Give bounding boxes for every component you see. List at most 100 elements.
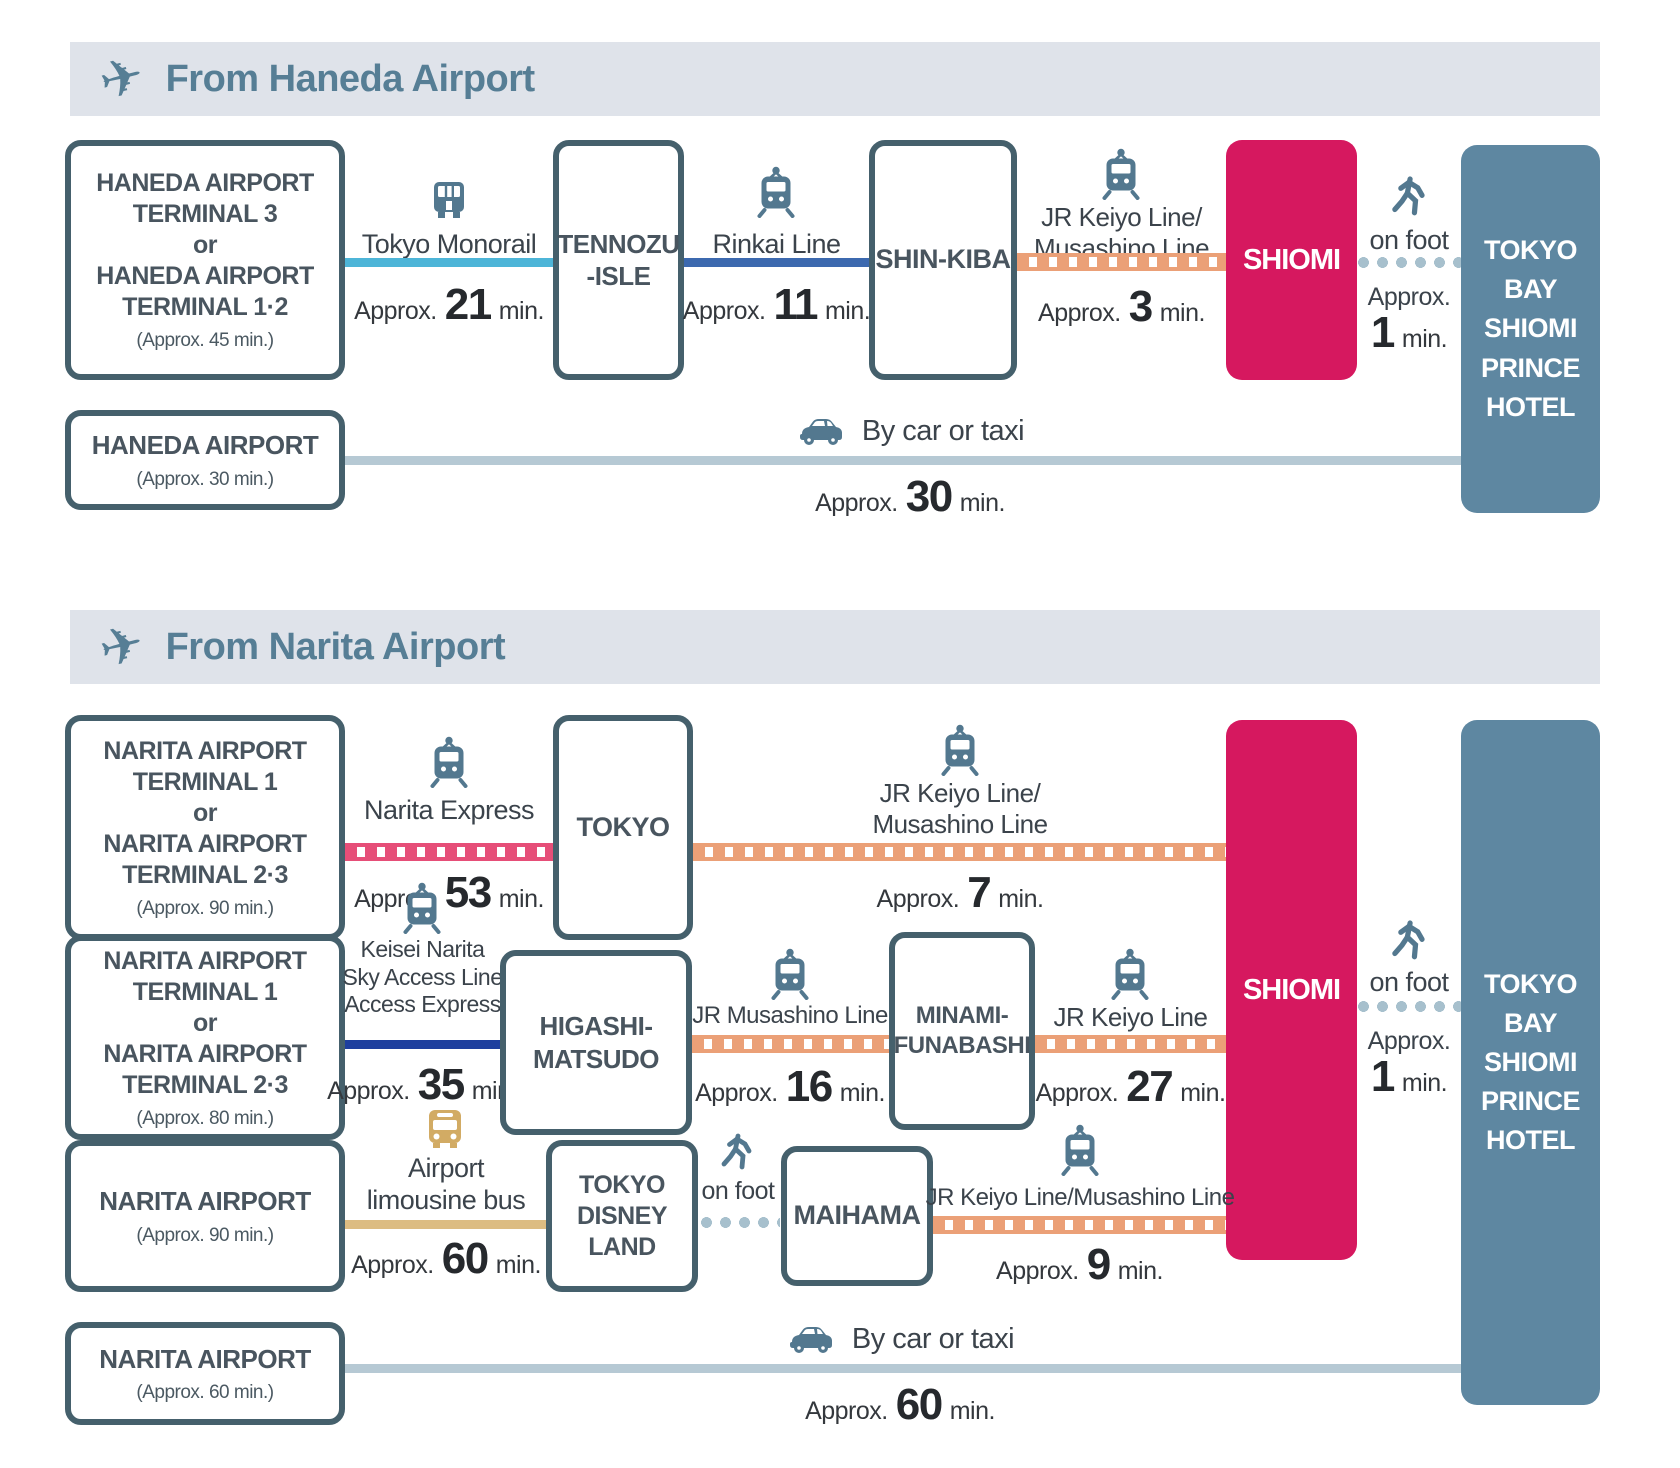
keiyo-duration: Approx. 27 min. [1035,1062,1226,1112]
approx-word: Approx. [1035,1079,1119,1107]
tennozu-isle-label: TENNOZU -ISLE [557,228,680,291]
limousine-bus-line [345,1220,546,1229]
narita-terminal-note: (Approx. 90 min.) [136,897,274,919]
on-foot-label: on foot [701,1177,775,1205]
narita-airport-label: NARITA AIRPORT [99,1343,311,1374]
duration-value: 3 [1128,282,1153,331]
min-word: min. [1117,1257,1164,1285]
minami-funabashi-label: MINAMI- FUNABASHI [893,1002,1031,1059]
by-car-row: By car or taxi [620,1322,1180,1356]
rinkai-line-label: Rinkai Line [712,229,841,259]
musashino-duration: Approx. 16 min. [660,1062,920,1112]
keisei-line-label: Keisei Narita Sky Access Line Access Exp… [342,936,503,1018]
haneda-airport-box: HANEDA AIRPORT (Approx. 30 min.) [65,410,345,510]
car-icon [799,419,842,445]
tokyo-station-label: TOKYO [576,811,670,842]
jr-keiyo-line [1035,1035,1226,1053]
approx-word: Approx. [351,1251,434,1279]
narita-terminal-box-2: NARITA AIRPORT TERMINAL 1 or NARITA AIRP… [65,935,345,1140]
approx-word: Approx. [682,297,766,325]
approx-word: Approx. [1367,1027,1451,1055]
maihama-label: MAIHAMA [793,1200,921,1231]
jr9-duration: Approx. 9 min. [933,1240,1226,1290]
by-car-label: By car or taxi [851,1322,1015,1355]
shiomi-station-narita: SHIOMI [1226,720,1357,1260]
jr-keiyo-musashino-line [693,843,1226,861]
haneda-section-header: ✈ From Haneda Airport [70,42,1600,116]
approx-word: Approx. [354,297,437,325]
narita-terminal-note: (Approx. 80 min.) [136,1107,274,1129]
keisei-line [345,1040,500,1049]
duration-value: 1 [1370,1052,1395,1101]
approx-word: Approx. [1367,283,1451,311]
jr-musashino-line [692,1035,889,1053]
jr-keiyo-label: JR Keiyo Line [1053,1002,1208,1032]
on-foot-dots [700,1216,780,1229]
train-icon [403,882,441,934]
jr-duration: Approx. 3 min. [1007,282,1236,332]
haneda-airport-label: HANEDA AIRPORT [91,430,319,461]
limousine-bus-label: Airport limousine bus [366,1153,526,1216]
min-word: min. [498,297,545,325]
tokyo-disneyland-box: TOKYO DISNEY LAND [546,1140,698,1292]
bus-duration: Approx. 60 min. [335,1234,557,1284]
monorail-line-label: Tokyo Monorail [361,229,537,259]
narita-terminal-label: NARITA AIRPORT TERMINAL 1 or NARITA AIRP… [103,736,307,889]
hotel-label: TOKYO BAY SHIOMI PRINCE HOTEL [1480,235,1581,422]
car-duration: Approx. 30 min. [680,472,1140,522]
min-word: min. [1180,1079,1226,1107]
duration-value: 7 [967,868,991,917]
narita-airport-note: (Approx. 60 min.) [136,1382,274,1404]
min-word: min. [949,1397,996,1425]
narita-airport-note: (Approx. 90 min.) [136,1224,274,1246]
monorail-line [345,258,553,267]
maihama-box: MAIHAMA [781,1146,933,1286]
min-word: min. [824,297,871,325]
approx-word: Approx. [876,885,960,913]
duration-value: 35 [417,1060,465,1109]
narita-express-label: Narita Express [363,795,535,825]
train-icon [757,166,795,218]
nex-duration: Approx. 53 min. [325,868,573,918]
airplane-icon: ✈ [93,45,150,113]
shin-kiba-box: SHIN-KIBA [869,140,1017,380]
train-icon [1061,1124,1099,1176]
rinkai-duration: Approx. 11 min. [664,280,889,330]
shiomi-label: SHIOMI [1242,973,1341,1006]
duration-value: 1 [1370,308,1395,357]
approx-word: Approx. [996,1257,1079,1285]
haneda-terminal-note: (Approx. 45 min.) [136,330,274,351]
approx-word: Approx. [815,489,898,517]
walker-icon [717,1124,757,1170]
train-icon [430,736,468,788]
narita-terminal-label: NARITA AIRPORT TERMINAL 1 or NARITA AIRP… [103,946,307,1099]
haneda-terminal-label: HANEDA AIRPORT TERMINAL 3 or HANEDA AIRP… [96,169,314,321]
jr-keiyo-musashino-line [1017,253,1226,271]
haneda-airport-note: (Approx. 30 min.) [136,468,274,490]
jr-keiyo-musashino-label: JR Keiyo Line/ Musashino Line [872,778,1048,840]
car-route-line [345,456,1461,465]
car-duration: Approx. 60 min. [620,1380,1180,1430]
min-word: min. [998,885,1044,913]
approx-word: Approx. [327,1077,410,1105]
duration-value: 30 [905,472,953,521]
tokyo-disneyland-label: TOKYO DISNEY LAND [576,1170,668,1261]
narita-airport-box-car: NARITA AIRPORT (Approx. 60 min.) [65,1322,345,1425]
narita-airport-box-bus: NARITA AIRPORT (Approx. 90 min.) [65,1140,345,1292]
jr7-duration: Approx. 7 min. [845,868,1075,918]
on-foot-label: on foot [1369,967,1449,997]
jr-musashino-label: JR Musashino Line [692,1002,888,1029]
hotel-box-haneda: TOKYO BAY SHIOMI PRINCE HOTEL [1461,145,1600,513]
bus-icon [429,1110,461,1148]
car-route-line [345,1364,1461,1373]
min-word: min. [1401,325,1448,353]
on-foot-dots [1357,256,1461,269]
min-word: min. [839,1079,886,1107]
airplane-icon: ✈ [93,613,150,681]
narita-express-line [345,843,553,861]
narita-section-title: From Narita Airport [165,625,506,668]
min-word: min. [1401,1069,1448,1097]
jr-keiyo-musashino-line [933,1216,1226,1234]
walk-duration: 1 min. [1339,1052,1479,1102]
